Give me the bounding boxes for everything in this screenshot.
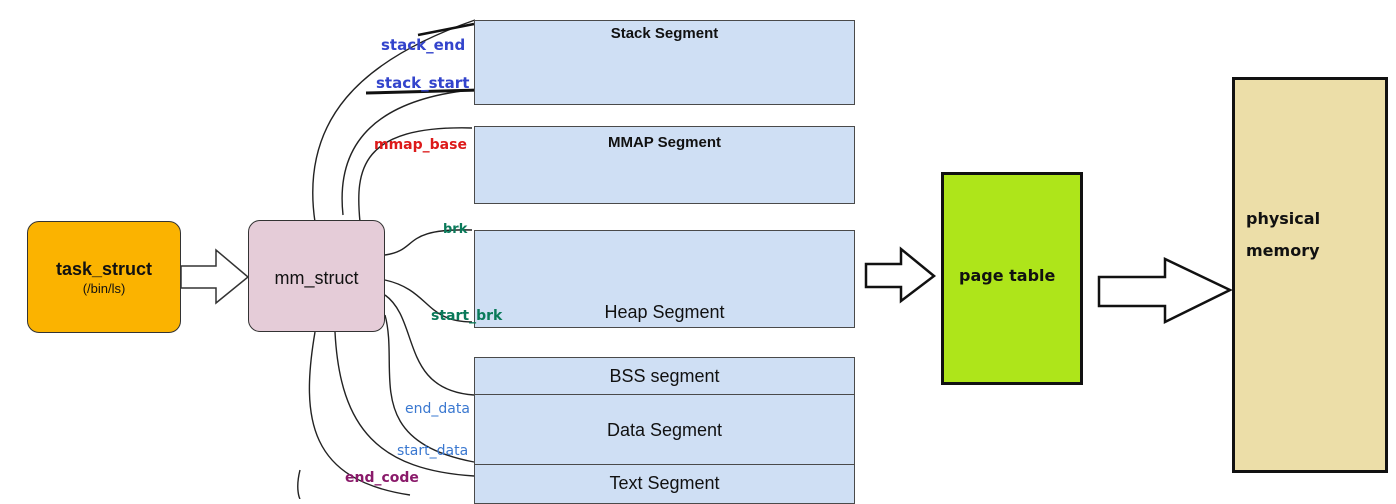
data-segment-label: Data Segment: [606, 420, 723, 440]
end-code-label: end_code: [345, 470, 419, 486]
task-struct-subtitle: (/bin/ls): [82, 281, 126, 296]
end-data-label: end_data: [405, 401, 470, 417]
stack-end-label: stack_end: [381, 36, 466, 54]
brk-label: brk: [443, 222, 468, 237]
task-struct-box: task_struct (/bin/ls): [27, 221, 181, 333]
physical-memory-box: physical memory: [1232, 77, 1388, 473]
mm-struct-label: mm_struct: [274, 268, 359, 288]
start-brk-label: start_brk: [431, 308, 503, 324]
text-segment-label: Text Segment: [609, 473, 720, 493]
mmap-segment: MMAP Segment: [474, 126, 855, 204]
physical-memory-label-line2: memory: [1246, 241, 1320, 260]
data-segment: Data Segment: [474, 394, 855, 466]
start-code-curve: [308, 331, 411, 496]
stack-end-curve: [312, 19, 476, 223]
stack-segment: Stack Segment: [474, 20, 855, 105]
heap-segment-label: Heap Segment: [604, 302, 725, 322]
end-data-curve: [384, 294, 475, 396]
mmap-base-curve: [358, 127, 473, 223]
to-page-table-arrow: [864, 246, 937, 304]
mmap-base-label: mmap_base: [374, 137, 467, 153]
stack-segment-label: Stack Segment: [610, 25, 719, 42]
task-to-mm-arrow: [180, 248, 250, 305]
bss-segment-label: BSS segment: [609, 366, 720, 386]
end-code-curve: [334, 331, 475, 477]
heap-segment: Heap Segment: [474, 230, 855, 328]
brk-curve: [384, 229, 473, 256]
page-table-box: page table: [941, 172, 1083, 385]
mm-struct-box: mm_struct: [248, 220, 385, 332]
lower-curve: [297, 469, 301, 499]
page-table-label: page table: [959, 266, 1056, 285]
text-segment: Text Segment: [474, 464, 855, 504]
bss-segment: BSS segment: [474, 357, 855, 396]
to-physical-memory-arrow: [1097, 257, 1233, 325]
stack-start-curve: [341, 89, 471, 216]
mmap-segment-label: MMAP Segment: [607, 134, 722, 151]
start-data-curve: [384, 314, 475, 463]
stack-start-mark: [365, 88, 481, 95]
physical-memory-label-line1: physical: [1246, 209, 1321, 228]
task-struct-title: task_struct: [55, 259, 153, 279]
start-brk-curve: [384, 279, 473, 323]
stack-end-mark: [417, 22, 475, 37]
start-data-label: start_data: [397, 443, 469, 459]
stack-start-label: stack_start: [376, 74, 470, 92]
